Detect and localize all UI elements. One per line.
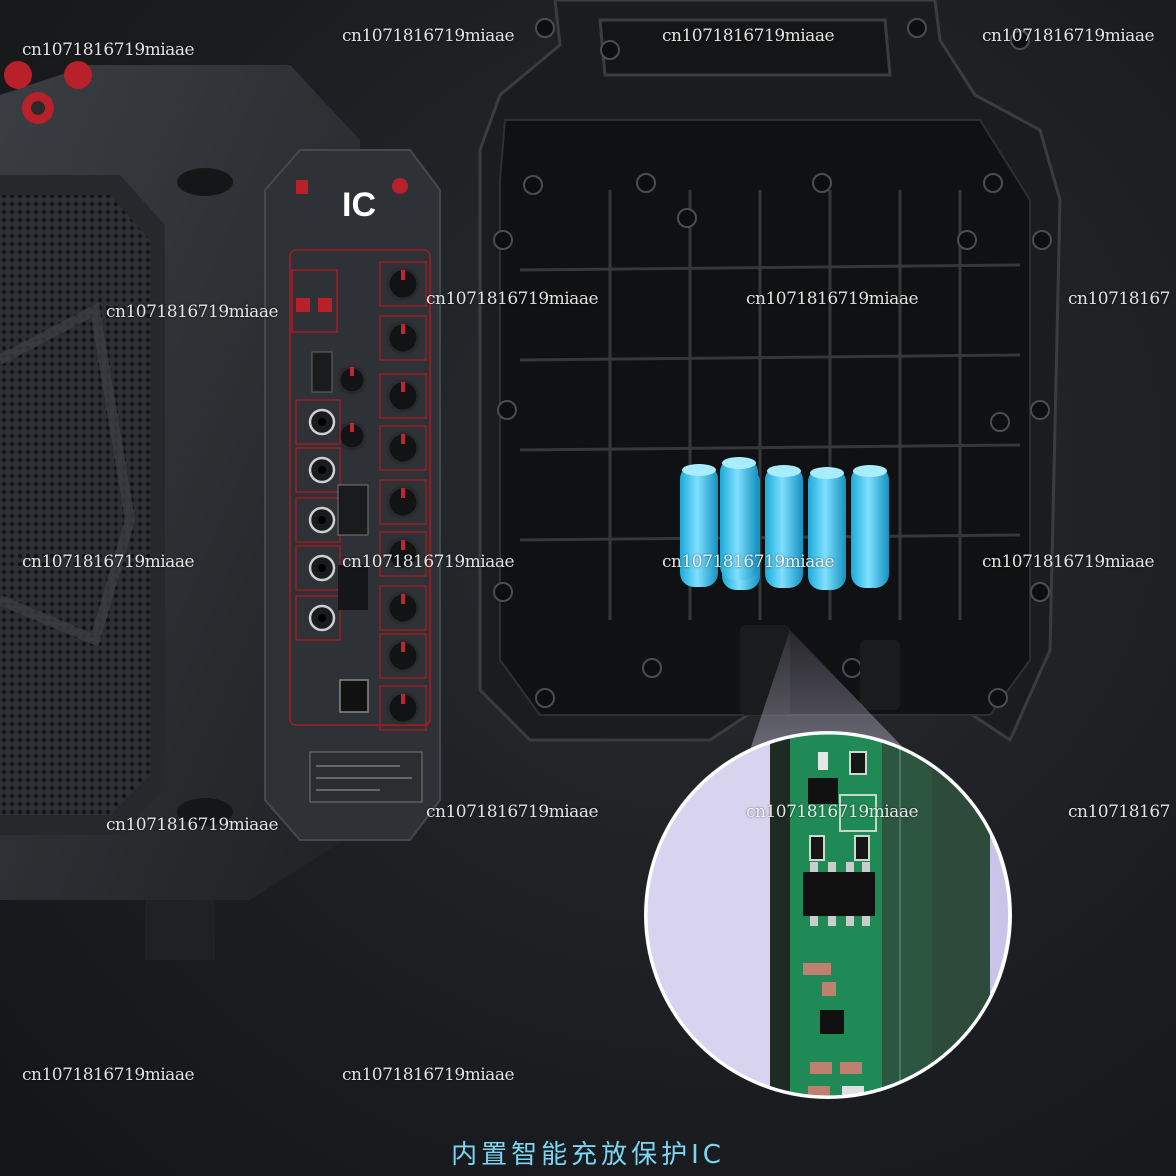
watermark: cn10718167 [1068,289,1171,309]
battery-cell [720,458,758,580]
screw [990,412,1010,432]
screw [983,173,1003,193]
battery-pack [680,457,889,590]
bms-closeup [644,731,1012,1099]
screw [1010,30,1030,50]
watermark: cn1071816719miaae [982,552,1155,572]
screw [642,658,662,678]
volume-knob [386,591,420,625]
screw [535,18,555,38]
watermark: cn1071816719miaae [662,26,835,46]
watermark: cn1071816719miaae [22,40,195,60]
screw [842,658,862,678]
watermark: cn1071816719miaae [426,802,599,822]
screw [636,173,656,193]
watermark: cn1071816719miaae [746,802,919,822]
watermark: cn1071816719miaae [106,815,279,835]
volume-knob [386,639,420,673]
screw [1030,400,1050,420]
volume-knob [386,691,420,725]
volume-knob [386,379,420,413]
jack-column [295,399,341,641]
screw [988,688,1008,708]
watermark: cn1071816719miaae [426,289,599,309]
screw [493,230,513,250]
watermark: cn1071816719miaae [746,289,919,309]
watermark: cn1071816719miaae [22,1065,195,1085]
watermark: cn10718167 [1068,802,1171,822]
volume-knob [386,431,420,465]
control-panel [264,149,441,841]
battery-cell [808,468,846,590]
watermark: cn1071816719miaae [662,552,835,572]
battery-cell [680,465,718,587]
watermark: cn1071816719miaae [106,302,279,322]
watermark: cn1071816719miaae [342,1065,515,1085]
volume-knob [386,267,420,301]
screw [1030,582,1050,602]
screw [677,208,697,228]
watermark: cn1071816719miaae [342,552,515,572]
screw [523,175,543,195]
screw [907,18,927,38]
battery-cell [765,466,803,588]
watermark: cn1071816719miaae [982,26,1155,46]
volume-knob [386,321,420,355]
speaker-back-shell [478,0,1062,743]
volume-knob [386,537,420,571]
screw [493,582,513,602]
panel-logo: IC [342,186,376,224]
screw [957,230,977,250]
screw [535,688,555,708]
feature-caption: 内置智能充放保护IC [451,1140,725,1170]
screw [600,40,620,60]
screw [1032,230,1052,250]
volume-knob [386,485,420,519]
watermark: cn1071816719miaae [342,26,515,46]
screw [497,400,517,420]
battery-cell [851,466,889,588]
screw [812,173,832,193]
knob-column [337,261,427,731]
watermark: cn1071816719miaae [22,552,195,572]
